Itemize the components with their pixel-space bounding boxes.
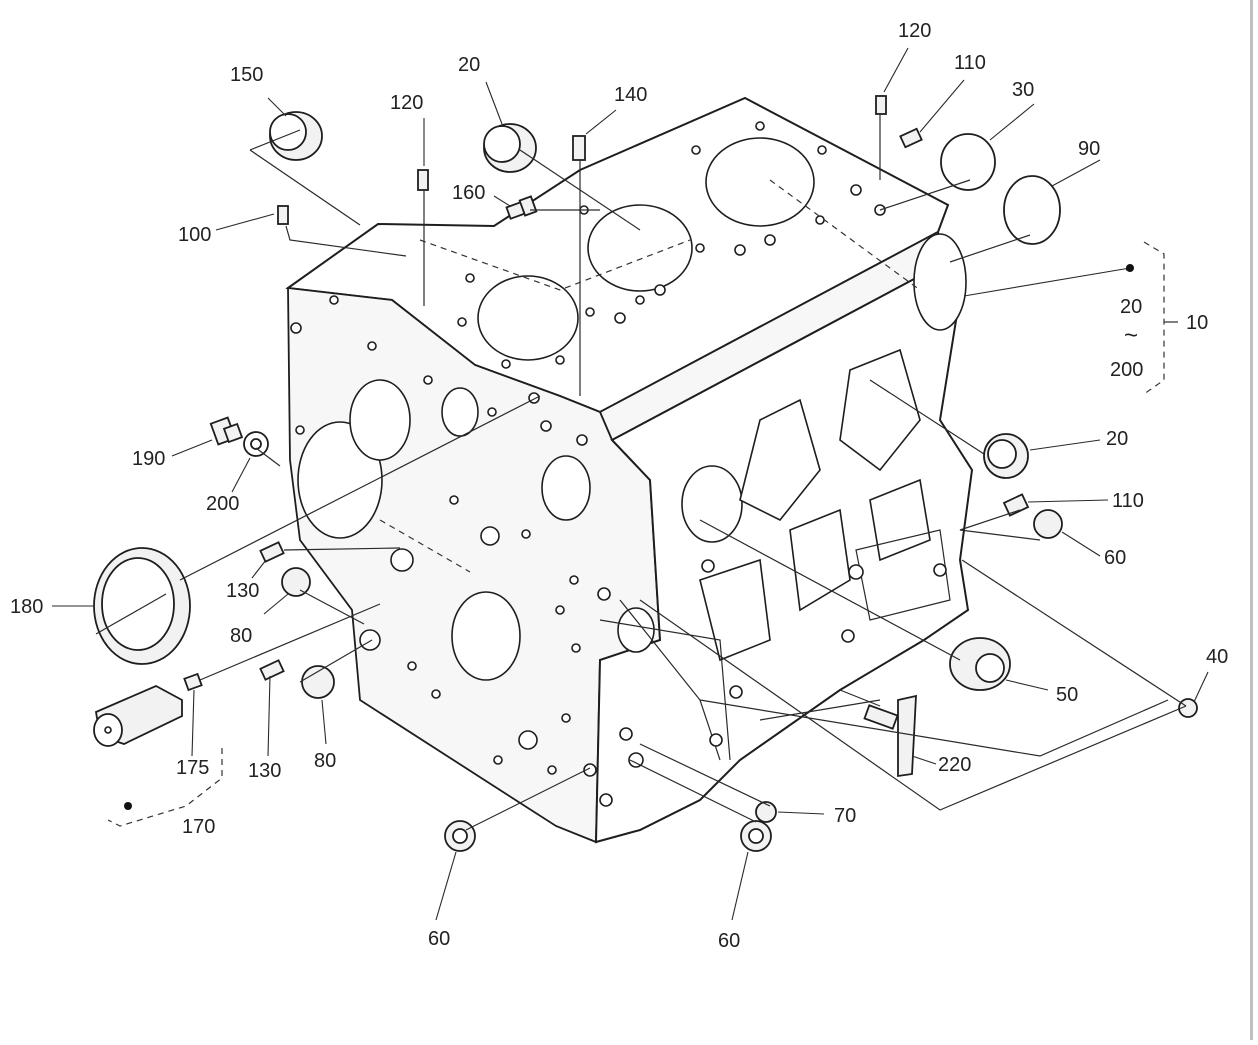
cylinder-block	[285, 96, 974, 844]
part-40-plug	[1178, 698, 1198, 718]
callout-60-right: 60	[1104, 547, 1126, 569]
part-160-bolt	[505, 195, 538, 220]
page-edge-divider	[1250, 0, 1253, 1040]
side-face-ribs	[597, 348, 951, 807]
callout-120-left: 120	[390, 92, 423, 114]
bracket-group-170	[107, 748, 223, 827]
part-170-valve	[93, 672, 203, 747]
part-30-plug	[940, 133, 996, 191]
part-60-plug-bottom-left	[444, 820, 476, 852]
callout-200: 200	[206, 493, 239, 515]
part-60-plug-bottom-right	[740, 820, 772, 852]
callout-60-bottom-left: 60	[428, 928, 450, 950]
part-120-pin-left	[417, 169, 429, 191]
callout-120-right: 120	[898, 20, 931, 42]
callout-200-range: 200	[1110, 359, 1143, 381]
callout-175: 175	[176, 757, 209, 779]
callout-170: 170	[182, 816, 215, 838]
callout-30: 30	[1012, 79, 1034, 101]
callout-160: 160	[452, 182, 485, 204]
callout-20-right: 20	[1106, 428, 1128, 450]
callout-130-b: 130	[248, 760, 281, 782]
callout-10: 10	[1186, 312, 1208, 334]
front-bore-upper	[349, 379, 411, 461]
callout-190: 190	[132, 448, 165, 470]
callout-70: 70	[834, 805, 856, 827]
rear-crank-bore	[913, 233, 967, 331]
callout-90: 90	[1078, 138, 1100, 160]
callout-100: 100	[178, 224, 211, 246]
cylinder-bore-1	[477, 275, 579, 361]
callout-80-b: 80	[314, 750, 336, 772]
callout-20-top: 20	[458, 54, 480, 76]
callout-180: 180	[10, 596, 43, 618]
part-70-plug	[755, 801, 777, 823]
callout-150: 150	[230, 64, 263, 86]
part-80-plug-a	[281, 567, 311, 597]
part-60-plug-right	[1033, 509, 1063, 539]
part-80-plug-b	[301, 665, 335, 699]
callout-80-a: 80	[230, 625, 252, 647]
part-200-washer	[243, 431, 269, 457]
part-190-plug	[209, 416, 244, 446]
part-50-sleeve	[949, 637, 1011, 691]
range-tilde: ~	[1124, 322, 1138, 349]
part-110-plug-right	[1002, 493, 1030, 517]
part-140-pin	[572, 135, 586, 161]
part-130-pin-a	[259, 541, 285, 563]
part-120-pin-right	[875, 95, 887, 115]
callout-labels: 150 20 140 120 120 110 30 90 160 100 10 …	[10, 20, 1228, 952]
part-220-drain-cock	[863, 694, 917, 778]
part-20-plug-top	[483, 123, 537, 173]
callout-130-a: 130	[226, 580, 259, 602]
callout-60-bottom-right: 60	[718, 930, 740, 952]
callout-110-top: 110	[954, 52, 986, 74]
cylinder-bore-3	[705, 137, 815, 227]
part-100-pin	[277, 205, 289, 225]
part-150-plug	[269, 111, 323, 161]
deck-holes	[457, 121, 886, 369]
bracket-group-10	[1126, 241, 1178, 395]
part-110-pin-top	[899, 127, 923, 149]
leader-lines	[52, 47, 1209, 921]
callout-110-right: 110	[1112, 490, 1144, 512]
callout-20-range: 20	[1120, 296, 1142, 318]
callout-220: 220	[938, 754, 971, 776]
part-20-plug-right	[983, 433, 1029, 479]
part-90-plug	[1003, 175, 1061, 245]
callout-50: 50	[1056, 684, 1078, 706]
front-bore-lower	[451, 591, 521, 681]
part-130-pin-b	[259, 659, 285, 681]
front-face-holes	[290, 295, 597, 777]
callout-40: 40	[1206, 646, 1228, 668]
callout-140: 140	[614, 84, 647, 106]
cylinder-bore-2	[587, 204, 693, 292]
front-bore-cam	[441, 387, 479, 437]
part-180-seal	[93, 547, 191, 665]
front-bore-right	[541, 455, 591, 521]
